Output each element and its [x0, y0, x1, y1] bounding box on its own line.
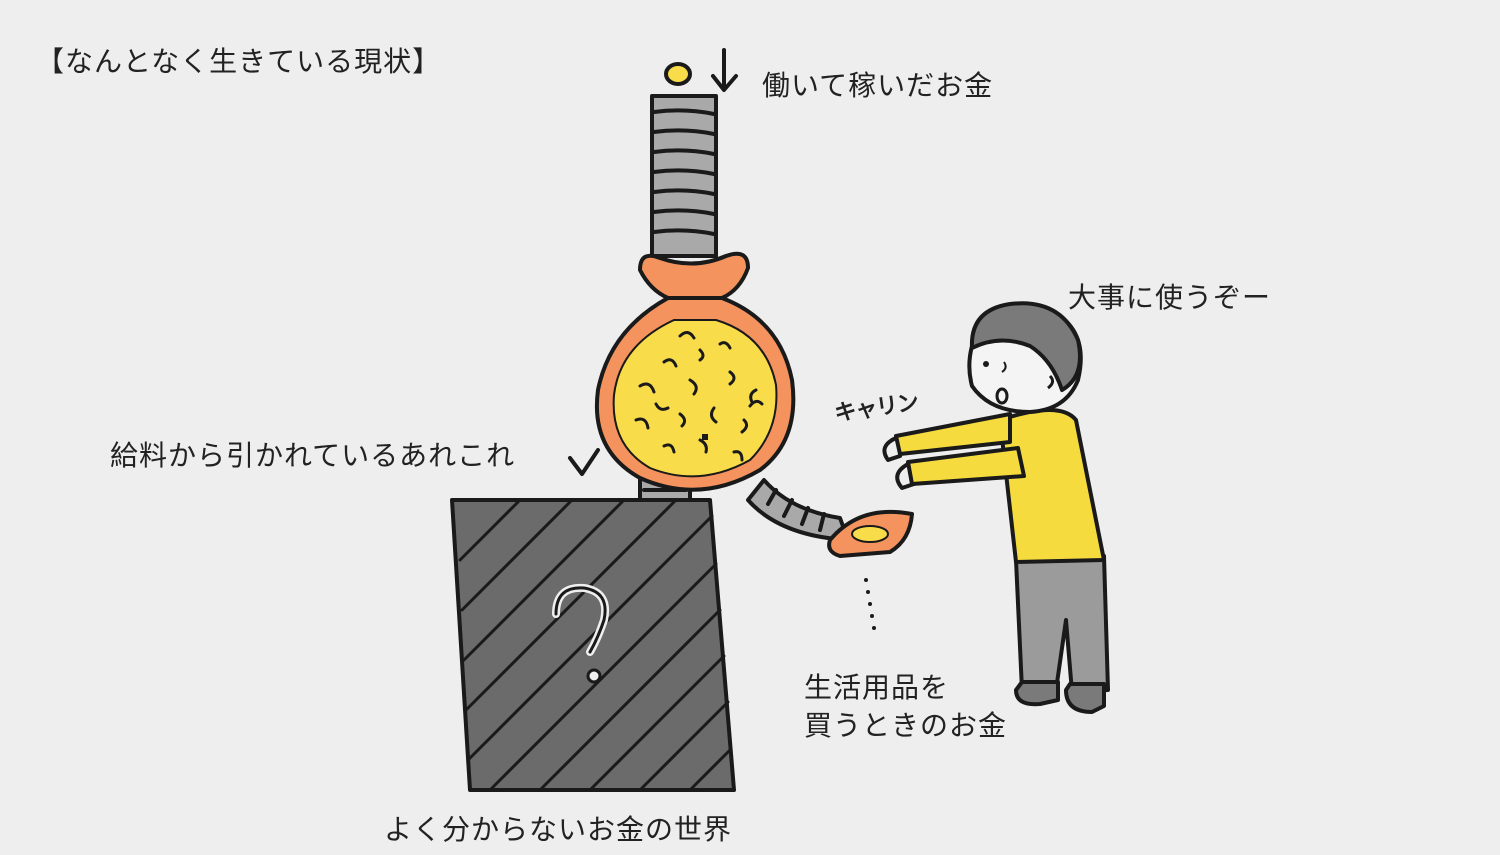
spending-pipe: [746, 478, 850, 542]
living-expenses-label-line2: 買うときのお金: [804, 709, 1008, 742]
person: [882, 301, 1110, 714]
wallet-tray: [827, 509, 914, 558]
down-arrow-icon: [711, 48, 738, 92]
dotted-line: [864, 578, 876, 630]
income-pipe: [650, 94, 718, 258]
page-title: 【なんとなく生きている現状】: [36, 45, 442, 78]
unknown-world-label: よく分からないお金の世界: [384, 813, 733, 846]
payroll-deductions-label: 給料から引かれているあれこれ: [110, 439, 516, 472]
earned-money-label: 働いて稼いだお金: [762, 69, 994, 102]
check-arrow-icon: [568, 448, 600, 476]
mystery-box: [450, 498, 736, 792]
spend-carefully-label: 大事に使うぞー: [1068, 281, 1272, 314]
money-bag: [595, 251, 796, 492]
living-expenses-label-line1: 生活用品を: [804, 671, 950, 704]
falling-coin: [664, 62, 692, 86]
question-mark-icon: [552, 583, 609, 684]
